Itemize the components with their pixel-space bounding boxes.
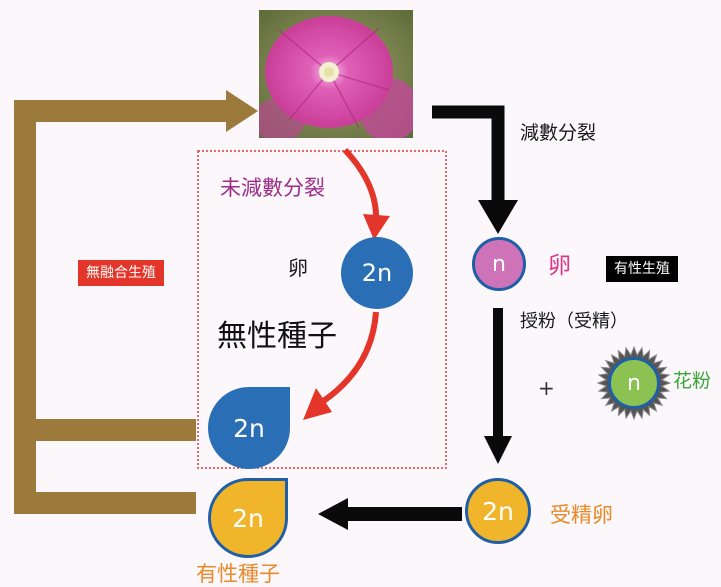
apomixis-tag: 無融合生殖 <box>78 260 164 286</box>
apomixis-frame <box>197 150 447 469</box>
pollen-cell: n <box>608 357 660 409</box>
hollyhock-flower-image <box>259 10 413 138</box>
sexual-seed-cell: 2n <box>208 478 288 558</box>
sexual-reproduction-tag: 有性生殖 <box>606 256 678 282</box>
egg-n-cell: n <box>472 237 526 291</box>
seed-formation-arrowhead <box>303 388 332 420</box>
pollen-ploidy: n <box>627 370 641 396</box>
brown-loop-arrow <box>14 100 228 514</box>
sexual-seed-label: 有性種子 <box>196 562 280 586</box>
meiosis-arrowhead <box>478 200 518 234</box>
non-meiosis-label: 未減數分裂 <box>220 176 325 200</box>
seed-formation-arrow <box>320 311 379 405</box>
asexual-seed-label: 無性種子 <box>217 319 337 354</box>
egg-left-label: 卵 <box>288 256 308 280</box>
brown-loop-line <box>14 100 228 514</box>
egg-2n-cell: 2n <box>341 237 413 309</box>
egg-right-label: 卵 <box>548 253 571 279</box>
asexual-seed-ploidy: 2n <box>233 413 265 443</box>
meiosis-label: 減數分裂 <box>520 122 597 144</box>
meiosis-arrow-line <box>432 105 505 210</box>
plus-sign: + <box>538 376 555 400</box>
asexual-seed-cell: 2n <box>208 387 290 469</box>
pollination-label: 授粉（受精） <box>520 311 628 332</box>
seed-arrowhead <box>318 498 348 530</box>
non-meiosis-arrowhead <box>363 214 390 240</box>
non-meiosis-arrow <box>342 147 380 223</box>
egg-n-ploidy: n <box>492 251 506 277</box>
pollination-arrowhead <box>484 436 512 464</box>
fertilized-egg-label: 受精卵 <box>550 503 613 527</box>
sexual-seed-ploidy: 2n <box>232 503 264 533</box>
brown-loop-arrowhead <box>226 90 258 132</box>
egg-2n-ploidy: 2n <box>361 259 393 287</box>
pollen-label: 花粉 <box>673 370 712 392</box>
zygote-ploidy: 2n <box>482 496 514 526</box>
zygote-cell: 2n <box>465 478 531 544</box>
